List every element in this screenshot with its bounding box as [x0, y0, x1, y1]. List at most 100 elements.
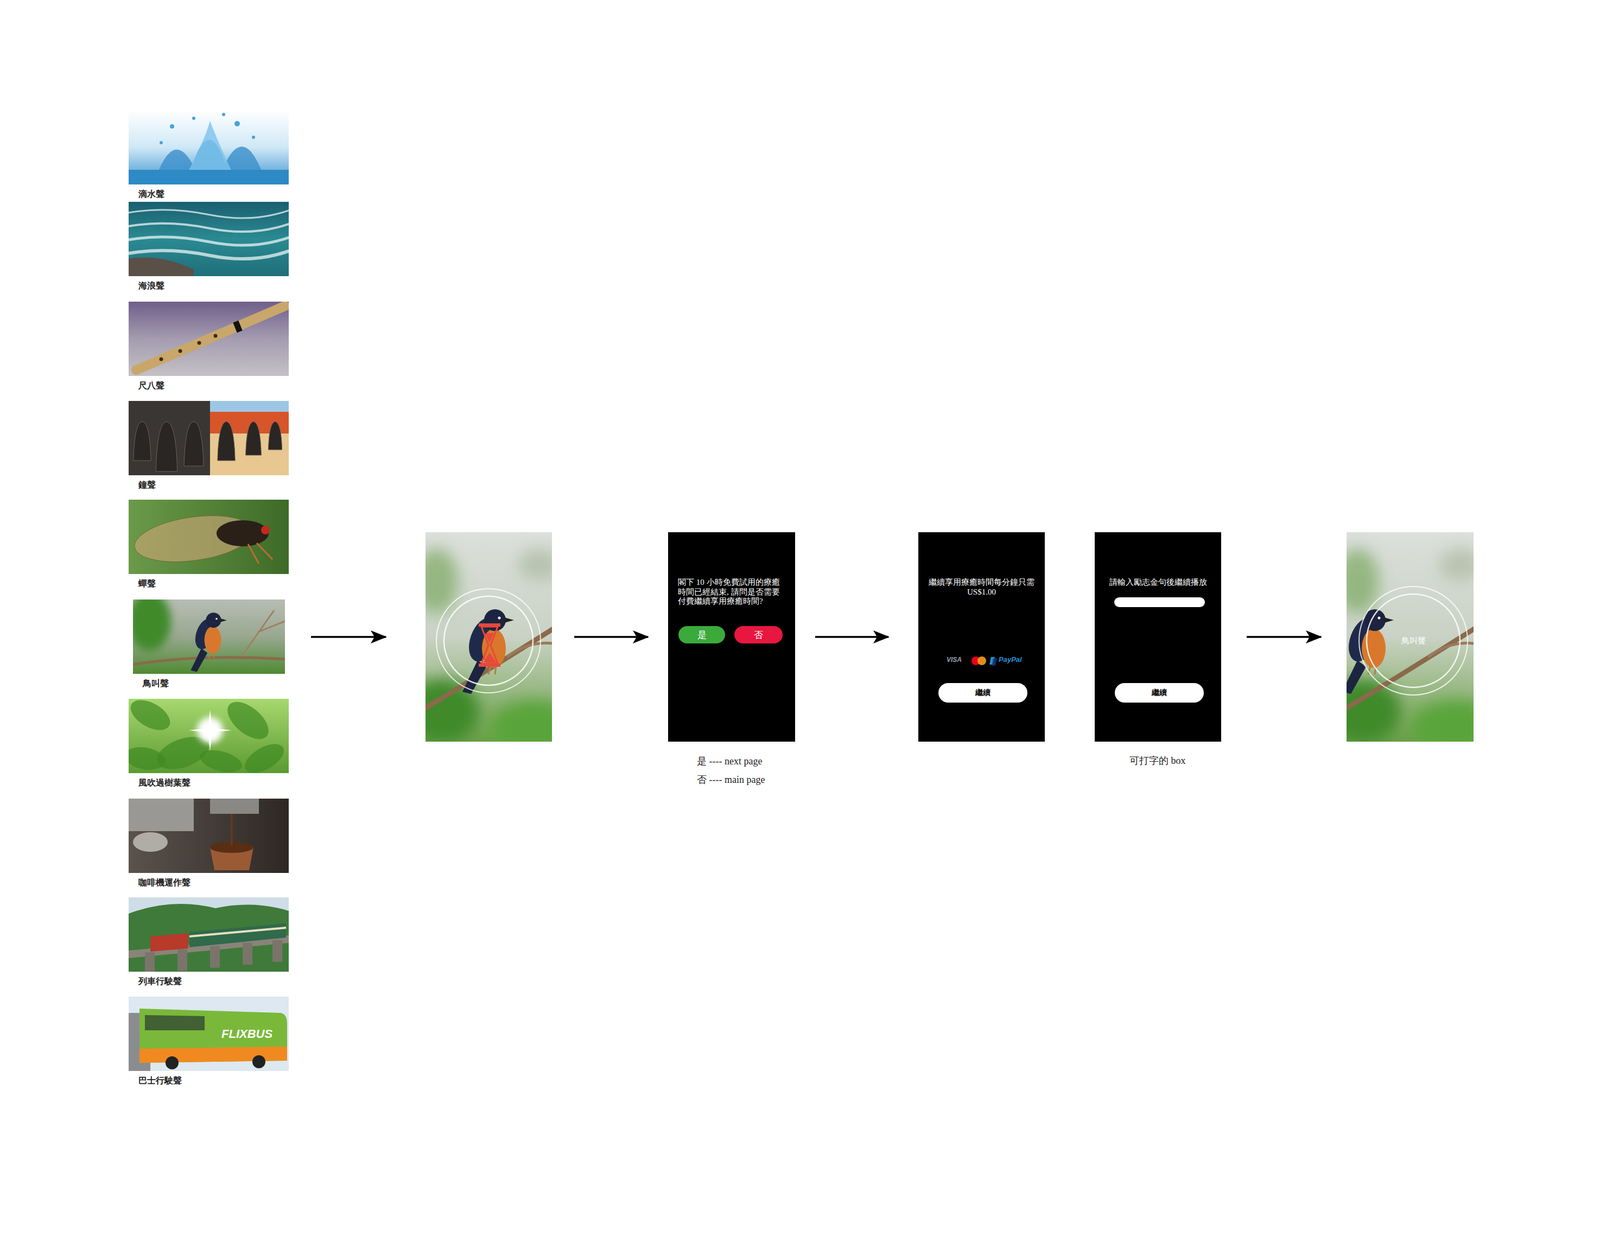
illustration-shape	[190, 648, 208, 672]
illustration-shape	[1114, 597, 1205, 608]
illustration-shape	[1346, 627, 1474, 712]
illustration-shape	[144, 1015, 205, 1031]
phone-screen: 繼續享用療癒時間每分鐘只需 US$1.00 繼續	[918, 532, 1045, 742]
illustration-shape	[188, 121, 232, 171]
flow-note: 可打字的 box	[1129, 754, 1186, 768]
illustration-shape	[128, 798, 289, 874]
illustration-shape	[488, 665, 491, 675]
sound-caption: 列車行駛聲	[138, 976, 289, 988]
sound-caption: 蟬聲	[138, 578, 289, 590]
illustration-shape	[128, 301, 289, 377]
illustration-shape	[183, 421, 204, 467]
sound-photo-card: 巴士行駛聲	[128, 997, 289, 1090]
sound-photo-card: 蟬聲	[128, 499, 289, 593]
illustration	[425, 532, 552, 742]
illustration-shape	[216, 520, 269, 547]
illustration-shape	[128, 209, 289, 219]
illustration	[128, 401, 289, 476]
illustration-shape	[128, 699, 176, 737]
illustration-shape	[128, 798, 194, 832]
flow-arrow	[815, 636, 889, 639]
illustration-shape	[128, 250, 289, 259]
continue-button: 繼續	[1114, 683, 1204, 703]
sound-caption: 滴水聲	[138, 188, 289, 201]
illustration-shape	[197, 341, 202, 346]
illustration-shape	[1359, 586, 1468, 696]
continue-button: 繼續	[938, 683, 1028, 703]
illustration-shape	[251, 135, 256, 139]
phone-screen: 閣下 10 小時免費試用的療癒時間已經結束, 請問是否需要付費繼續享用療癒時間?…	[668, 532, 796, 742]
illustration-shape	[128, 997, 289, 1072]
illustration-shape	[517, 548, 552, 582]
illustration-shape	[248, 543, 273, 564]
illustration	[132, 599, 285, 675]
illustration-shape	[425, 548, 459, 614]
illustration-shape	[252, 1055, 266, 1069]
illustration	[128, 110, 289, 185]
illustration-shape	[197, 746, 245, 774]
illustration-shape	[504, 617, 514, 624]
illustration	[918, 532, 1045, 742]
illustration-shape	[178, 349, 183, 354]
flow-note: 否 ---- main page	[696, 773, 765, 787]
illustration-shape	[159, 141, 163, 145]
illustration-shape	[1361, 629, 1386, 669]
illustration-shape	[1346, 678, 1401, 742]
illustration-shape	[128, 401, 289, 476]
screen-message: 請輸入勵志金句後繼續播放	[1094, 578, 1222, 588]
illustration-shape	[204, 626, 222, 654]
illustration	[1094, 532, 1222, 742]
illustration-shape	[241, 610, 285, 657]
sound-photo-card: 列車行駛聲	[128, 897, 289, 990]
illustration-shape	[128, 744, 168, 774]
illustration-shape	[139, 1008, 288, 1064]
illustration-shape	[132, 657, 285, 665]
illustration-shape	[443, 596, 533, 686]
illustration-shape	[128, 401, 211, 476]
phone-screen: 請輸入勵志金句後繼續播放繼續	[1094, 532, 1222, 742]
illustration-shape	[261, 525, 270, 535]
illustration-shape	[1383, 617, 1394, 624]
screen-message: 閣下 10 小時免費試用的療癒時間已經結束, 請問是否需要付費繼續享用療癒時間?	[668, 578, 796, 607]
illustration-shape	[133, 421, 151, 461]
illustration-shape	[991, 658, 998, 666]
illustration-shape	[128, 169, 289, 185]
illustration-shape	[128, 223, 289, 232]
screen-message: 繼續享用療癒時間每分鐘只需 US$1.00	[918, 578, 1045, 598]
illustration-shape	[150, 933, 189, 952]
flow-arrow	[310, 636, 386, 639]
sound-caption: 鳥叫聲	[142, 678, 285, 690]
flow-note: 是 ---- next page	[696, 754, 763, 768]
sound-caption: 尺八聲	[138, 380, 289, 392]
illustration-shape	[245, 421, 262, 456]
illustration-shape	[1366, 594, 1460, 688]
sound-caption: 海浪聲	[138, 280, 289, 292]
illustration	[128, 201, 289, 277]
paypal-logo: PayPal	[998, 655, 1022, 664]
illustration-shape	[239, 738, 289, 774]
illustration-shape	[242, 943, 253, 965]
flow-arrow	[574, 636, 649, 639]
bus-logo-text: FLIXBUS	[221, 1027, 273, 1042]
illustration-shape	[136, 306, 285, 371]
sound-photo-card: 鐘聲	[128, 401, 289, 494]
now-playing-text: 鳥叫聲	[1372, 636, 1455, 646]
sound-caption: 咖啡機運作聲	[138, 877, 289, 890]
illustration-shape	[205, 612, 221, 628]
illustration-shape	[128, 110, 289, 185]
illustration-shape	[1438, 548, 1474, 582]
illustration	[128, 699, 289, 774]
illustration-shape	[481, 626, 498, 664]
illustration-shape	[213, 334, 218, 339]
sound-photo-card: 尺八聲	[128, 301, 289, 395]
illustration-shape	[1411, 700, 1474, 742]
illustration-shape	[189, 927, 287, 938]
illustration-shape	[144, 952, 155, 973]
illustration-shape	[189, 923, 287, 948]
illustration-shape	[436, 588, 541, 694]
illustration-shape	[210, 946, 220, 969]
illustration-shape	[483, 633, 497, 663]
illustration-shape	[220, 699, 276, 747]
sound-photo-card: 海浪聲	[128, 201, 289, 295]
